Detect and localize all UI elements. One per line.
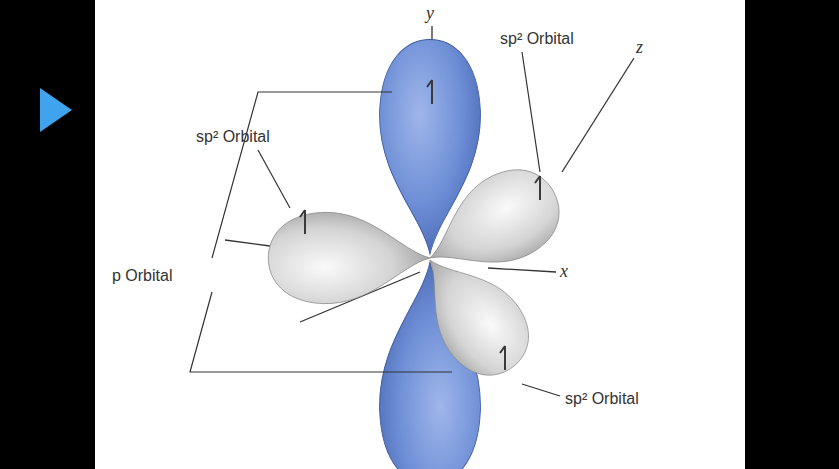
leader-lines xyxy=(190,52,560,396)
pointer-triangle xyxy=(40,88,72,132)
axis-label: z xyxy=(636,38,643,58)
orbital-label: sp² Orbital xyxy=(500,30,574,48)
orbital-label: p Orbital xyxy=(112,267,172,285)
electron-marks xyxy=(300,80,540,370)
axis-label: y xyxy=(426,4,434,24)
orbital-label: sp² Orbital xyxy=(565,390,639,408)
axis-label: x xyxy=(560,262,568,282)
orbital-label: sp² Orbital xyxy=(196,128,270,146)
